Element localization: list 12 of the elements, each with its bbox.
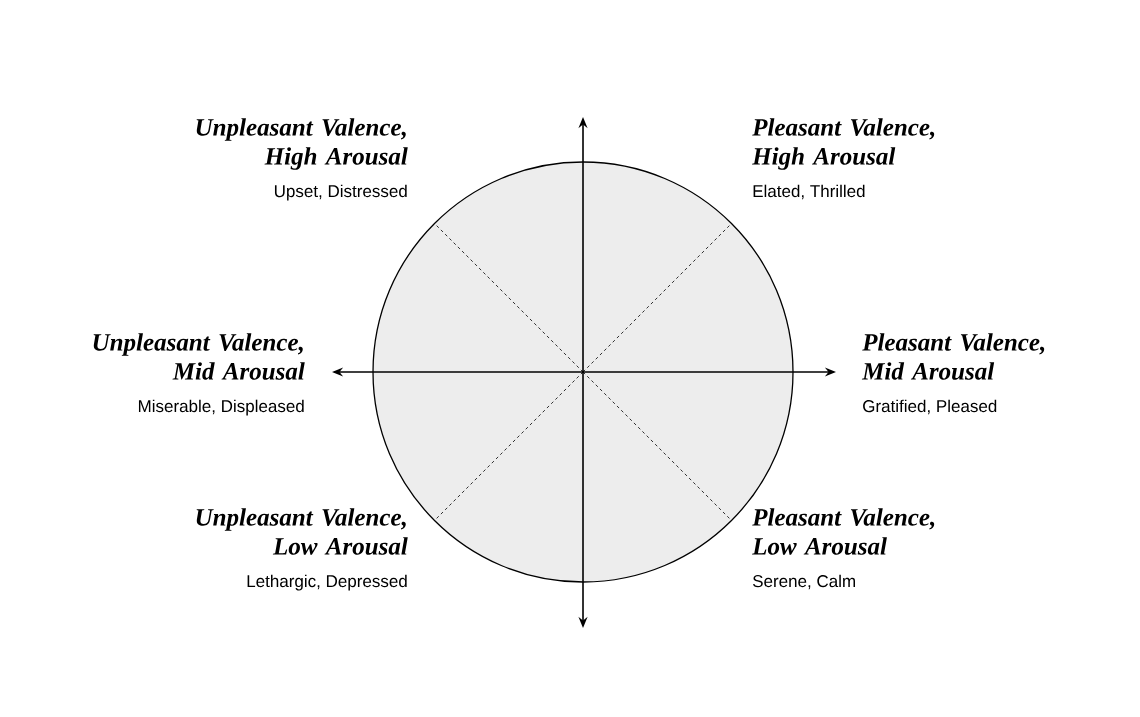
quadrant-heading: Unpleasant Valence, High Arousal bbox=[196, 118, 408, 170]
quadrant-heading: Pleasant Valence, Low Arousal bbox=[752, 508, 935, 555]
emotion-words: Miserable, Displeased bbox=[138, 399, 304, 416]
emotion-words: Serene, Calm bbox=[752, 574, 855, 590]
emotion-words: Upset, Distressed bbox=[274, 184, 407, 201]
quadrant-heading: Unpleasant Valence, Low Arousal bbox=[196, 508, 408, 555]
quadrant-heading: Unpleasant Valence, Mid Arousal bbox=[93, 333, 305, 380]
quadrant-heading: Pleasant Valence, Mid Arousal bbox=[861, 333, 1045, 380]
quadrant-heading: Pleasant Valence, High Arousal bbox=[752, 118, 935, 170]
emotion-words: Elated, Thrilled bbox=[753, 184, 865, 200]
emotion-words: Gratified, Pleased bbox=[863, 399, 997, 415]
emotion-words: Lethargic, Depressed bbox=[247, 574, 407, 591]
